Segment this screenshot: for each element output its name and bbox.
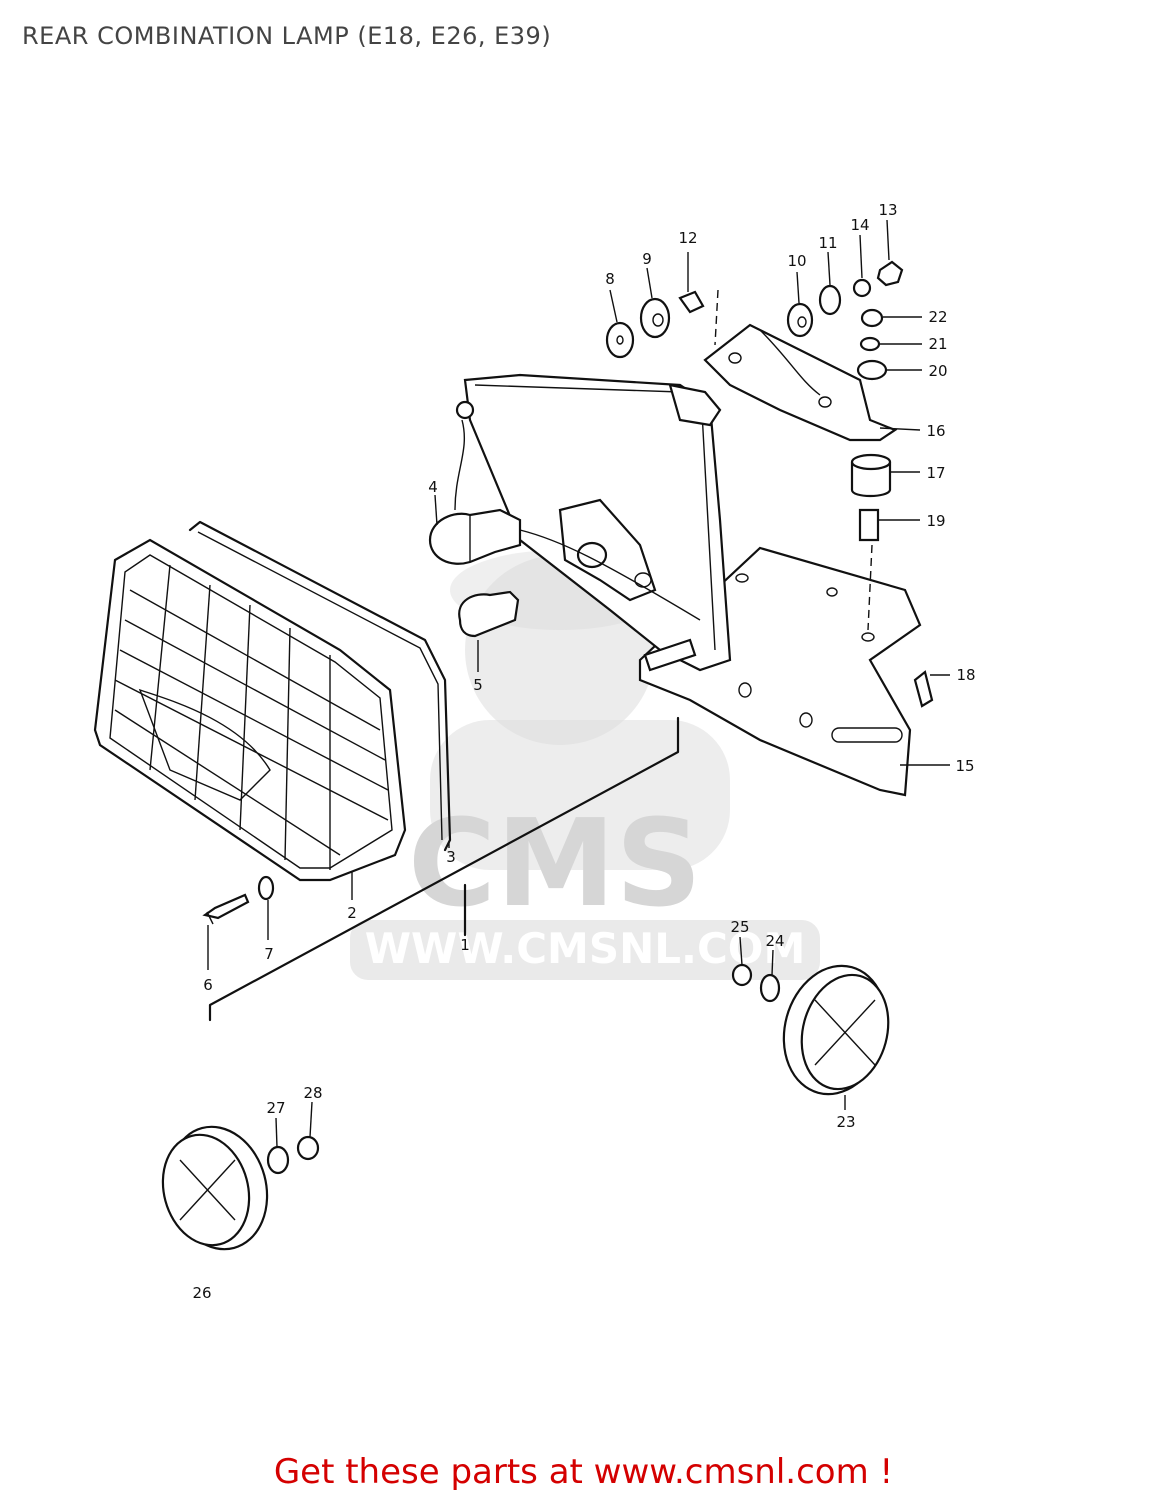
lamp-lens xyxy=(93,538,407,882)
callout-20: 20 xyxy=(928,362,947,380)
callout-10: 10 xyxy=(787,252,806,270)
callout-16: 16 xyxy=(926,422,945,440)
nut-part-7 xyxy=(257,875,275,901)
callout-11: 11 xyxy=(818,234,837,252)
callout-labels: 1 2 3 4 5 6 7 8 9 10 11 12 13 14 15 16 1… xyxy=(192,201,975,1302)
callout-17: 17 xyxy=(926,464,945,482)
callout-28: 28 xyxy=(303,1084,322,1102)
callout-15: 15 xyxy=(955,757,974,775)
leader-lines xyxy=(207,219,950,1148)
bulb-part-4 xyxy=(428,400,522,565)
callout-2: 2 xyxy=(347,904,357,922)
callout-6: 6 xyxy=(203,976,213,994)
reflector-part-26 xyxy=(161,1125,269,1251)
callout-26: 26 xyxy=(192,1284,211,1302)
reflector-part-23 xyxy=(782,964,890,1096)
callout-12: 12 xyxy=(678,229,697,247)
callout-4: 4 xyxy=(428,478,438,496)
screw-part-6 xyxy=(202,893,250,925)
callout-3: 3 xyxy=(446,848,456,866)
callout-18: 18 xyxy=(956,666,975,684)
callout-5: 5 xyxy=(473,676,483,694)
callout-23: 23 xyxy=(836,1113,855,1131)
watermark-url: WWW.CMSNL.COM xyxy=(365,924,806,973)
callout-24: 24 xyxy=(765,932,784,950)
callout-21: 21 xyxy=(928,335,947,353)
bulb-part-5 xyxy=(458,590,520,660)
callout-7: 7 xyxy=(264,945,274,963)
footer-link[interactable]: Get these parts at www.cmsnl.com ! xyxy=(273,1452,894,1492)
callout-22: 22 xyxy=(928,308,947,326)
callout-13: 13 xyxy=(878,201,897,219)
lens-gasket xyxy=(188,520,452,852)
hardware xyxy=(266,260,934,1175)
parts-diagram: CMS WWW.CMSNL.COM xyxy=(93,201,976,1302)
callout-19: 19 xyxy=(926,512,945,530)
callout-25: 25 xyxy=(730,918,749,936)
callout-1: 1 xyxy=(460,936,470,954)
upper-bracket xyxy=(703,323,898,442)
callout-27: 27 xyxy=(266,1099,285,1117)
callout-9: 9 xyxy=(642,250,652,268)
assembly-line-part-1 xyxy=(208,716,680,1022)
callout-8: 8 xyxy=(605,270,615,288)
lamp-housing xyxy=(463,373,732,672)
page-title: REAR COMBINATION LAMP (E18, E26, E39) xyxy=(22,22,552,50)
callout-14: 14 xyxy=(850,216,869,234)
